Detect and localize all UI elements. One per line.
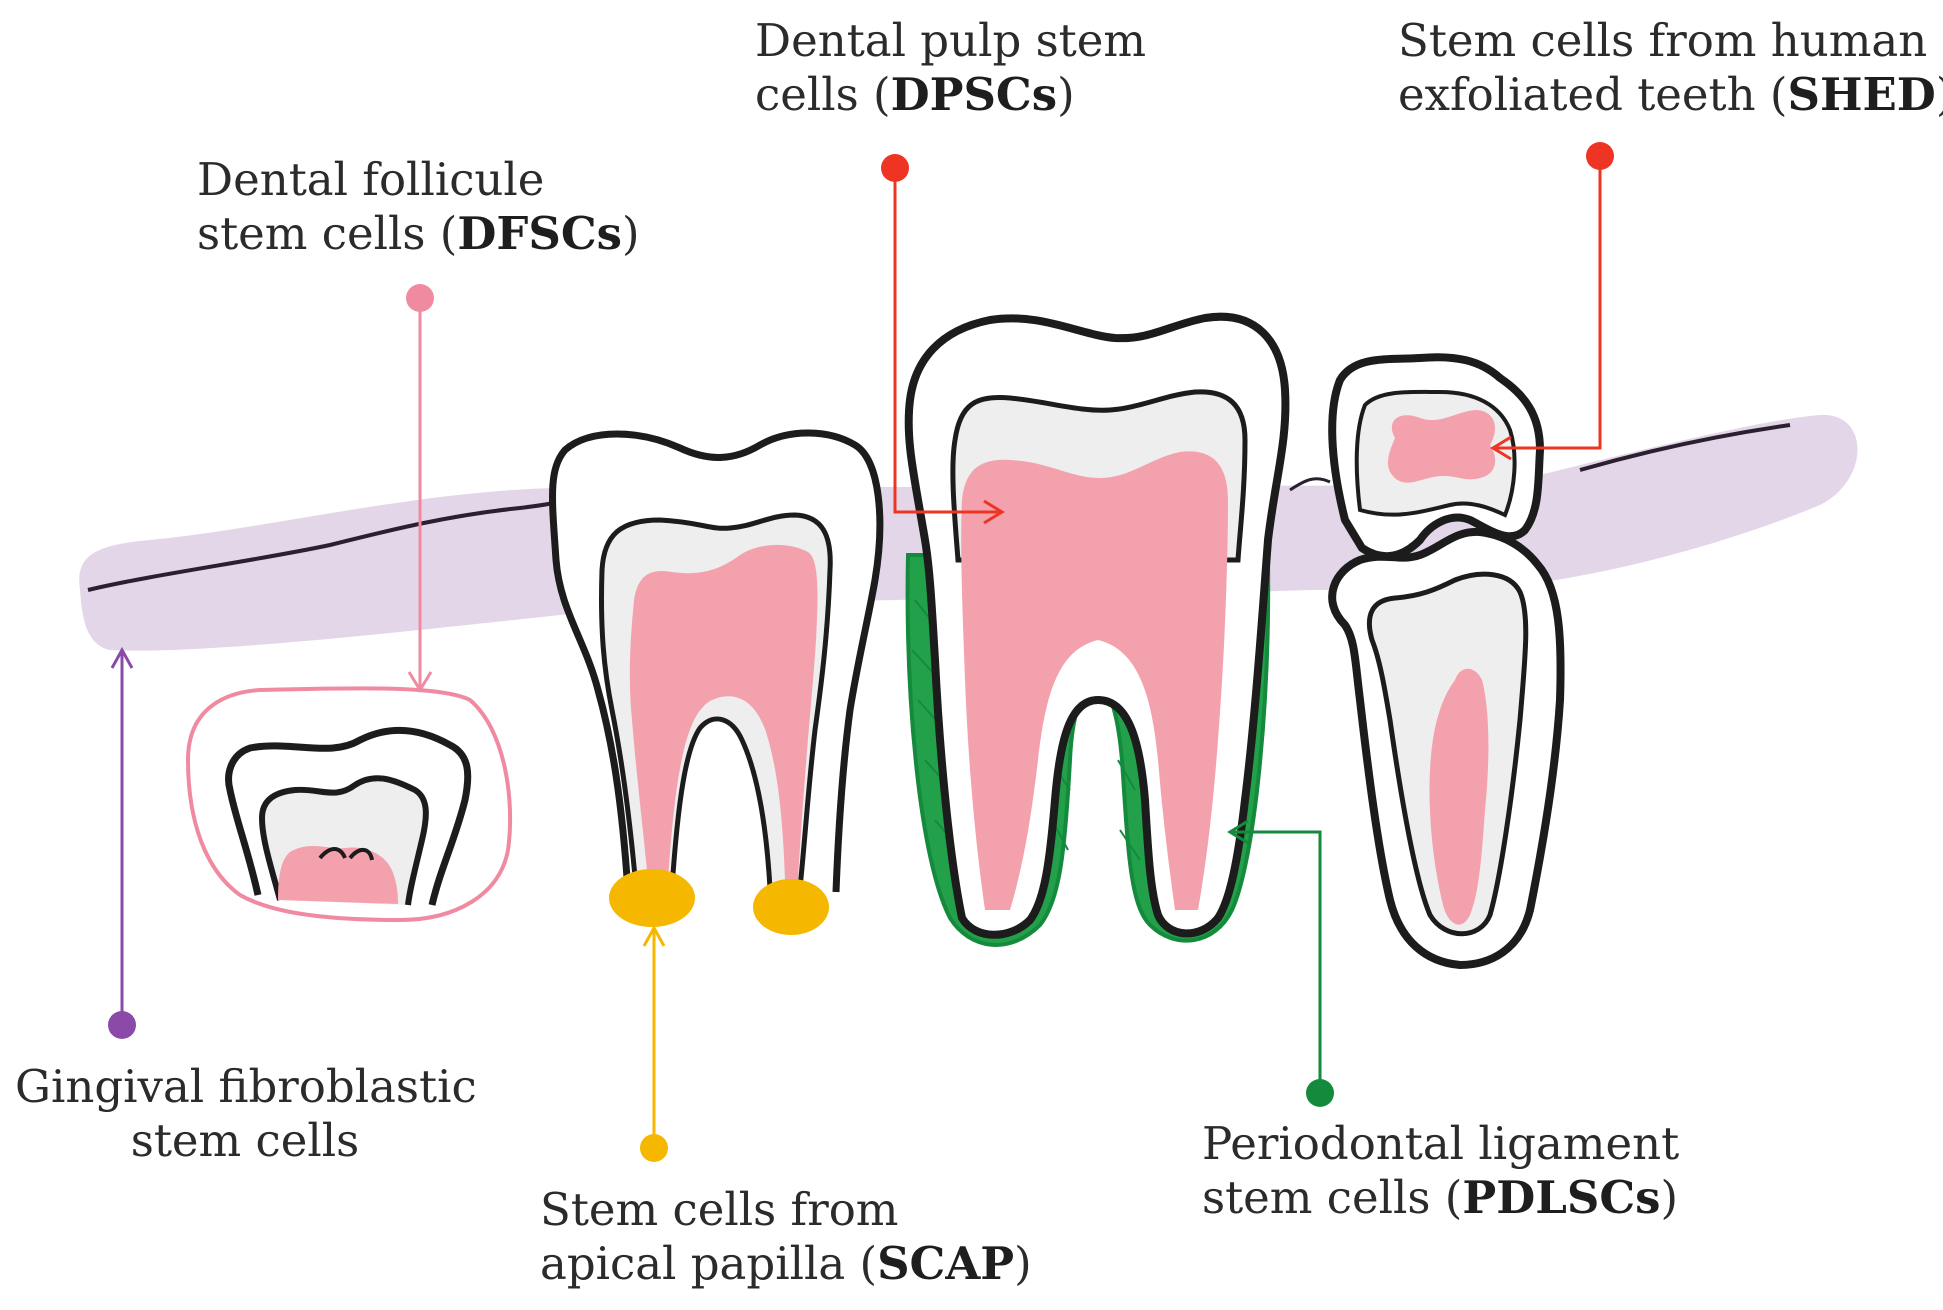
pdlsc-arrowhead [1227, 819, 1249, 845]
pdlsc-pointer [1227, 819, 1334, 1107]
gingival-dot [108, 1011, 136, 1039]
developing-pulp-horns [318, 847, 374, 861]
gingival-arrowhead [110, 646, 134, 669]
dpsc-label-post: ) [1057, 68, 1075, 121]
gingival-label: Gingival fibroblastic stem cells [15, 1060, 477, 1168]
dfsc-label-post: ) [621, 207, 640, 260]
developing-pulp [278, 845, 398, 904]
shed-label-pre: exfoliated teeth ( [1398, 68, 1788, 121]
dpsc-abbr: DPSCs [890, 68, 1058, 121]
dfsc-dot [406, 284, 434, 312]
developing-tooth [185, 686, 513, 923]
shed-pointer [1490, 142, 1614, 461]
pdlsc-leader [1232, 830, 1322, 1088]
shed-label-line1: Stem cells from human [1398, 14, 1928, 67]
scap-label-line2: apical papilla (SCAP) [540, 1237, 1032, 1291]
scap-pointer [640, 924, 668, 1162]
scap-label-post: ) [1014, 1237, 1032, 1290]
molar-tooth [904, 312, 1290, 947]
successor-pulp [1429, 668, 1489, 925]
pdlsc-label: Periodontal ligament stem cells (PDLSCs) [1202, 1117, 1679, 1225]
shed-label: Stem cells from human exfoliated teeth (… [1398, 14, 1943, 122]
shed-pulp [1387, 410, 1496, 483]
dfsc-label-line1: Dental follicule [197, 153, 545, 206]
pdlsc-abbr: PDLSCs [1462, 1171, 1661, 1224]
gum-line [87, 498, 566, 592]
scap-deposit-right [753, 879, 829, 935]
shed-dot [1586, 142, 1614, 170]
gingival-label-line2: stem cells [130, 1114, 360, 1167]
pdlsc-label-line2: stem cells (PDLSCs) [1202, 1171, 1679, 1225]
dpsc-leader [893, 170, 1000, 514]
pdlsc-label-line1: Periodontal ligament [1202, 1117, 1680, 1170]
shed-abbr: SHED [1787, 68, 1936, 121]
gum-line-mid [1289, 477, 1331, 492]
scap-dot [640, 1134, 668, 1162]
shed-label-post: ) [1936, 68, 1943, 121]
dfsc-arrowhead [407, 671, 433, 693]
dfsc-label-pre: stem cells ( [197, 207, 458, 260]
scap-label-line1: Stem cells from [540, 1183, 899, 1236]
dpsc-label-line1: Dental pulp stem [755, 14, 1147, 67]
scap-label: Stem cells from apical papilla (SCAP) [540, 1183, 1032, 1291]
dpsc-dot [881, 154, 909, 182]
dpsc-label-line2: cells (DPSCs) [755, 68, 1146, 122]
pdlsc-dot [1306, 1079, 1334, 1107]
scap-deposit-left [609, 869, 695, 927]
dpsc-arrowhead [983, 499, 1005, 525]
scap-abbr: SCAP [877, 1237, 1015, 1290]
shed-label-line2: exfoliated teeth (SHED) [1398, 68, 1943, 122]
gingival-pointer [108, 646, 136, 1039]
molar-pulp [961, 451, 1228, 910]
dpsc-label-pre: cells ( [755, 68, 891, 121]
dpsc-pointer [881, 154, 1005, 525]
dpsc-label: Dental pulp stem cells (DPSCs) [755, 14, 1146, 122]
shed-leader [1495, 158, 1602, 450]
dfsc-abbr: DFSCs [457, 207, 622, 260]
shed-arrowhead [1490, 435, 1512, 461]
primary-tooth [1328, 353, 1565, 970]
scap-label-pre: apical papilla ( [540, 1237, 878, 1290]
pdlsc-label-pre: stem cells ( [1202, 1171, 1463, 1224]
dfsc-label: Dental follicule stem cells (DFSCs) [197, 153, 640, 261]
gingival-label-line1: Gingival fibroblastic [15, 1060, 477, 1113]
premolar-pulp [629, 544, 818, 880]
scap-arrowhead [642, 924, 666, 947]
gum-line-right [1579, 423, 1791, 472]
pdlsc-label-post: ) [1660, 1171, 1679, 1224]
premolar-tooth [549, 429, 884, 935]
dfsc-label-line2: stem cells (DFSCs) [197, 207, 640, 261]
dfsc-pointer [406, 284, 434, 693]
